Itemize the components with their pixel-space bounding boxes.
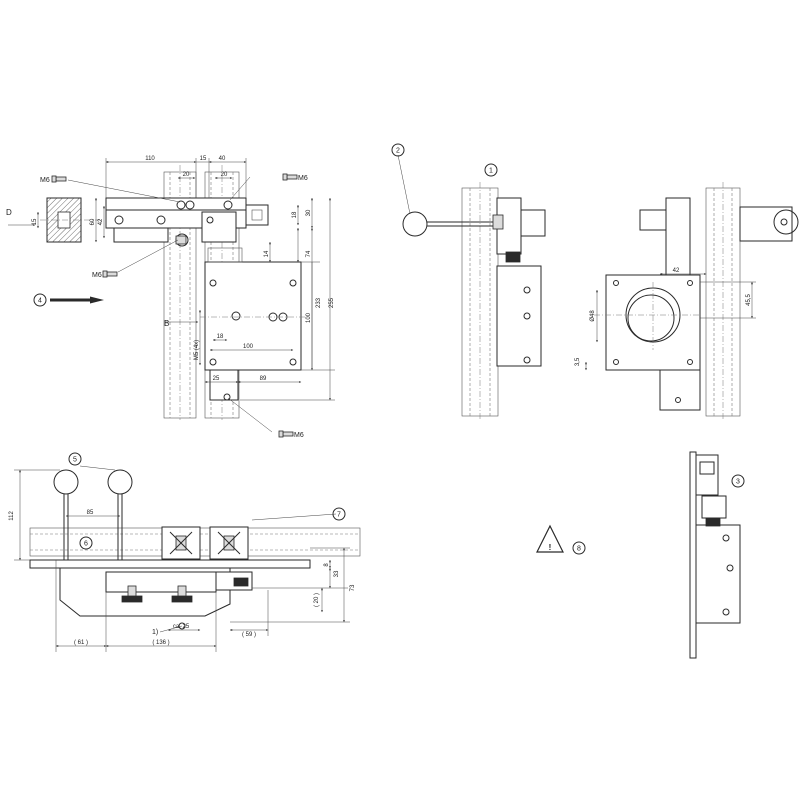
dim-h255: 255 xyxy=(329,297,335,308)
dim-w40: 40 xyxy=(219,156,226,162)
profile-section-2 xyxy=(209,526,249,560)
marker-7: 7 xyxy=(337,512,341,519)
dim-h33: 33 xyxy=(334,570,340,577)
screw-label-c: M6 xyxy=(92,272,102,279)
dim-h60: 60 xyxy=(90,218,96,225)
dim-m5: M5 (4x) xyxy=(194,340,200,360)
dim-w15: 15 xyxy=(200,156,207,162)
screw-label-d: M6 xyxy=(294,432,304,439)
marker-4: 4 xyxy=(38,298,42,305)
profile-section-1 xyxy=(161,526,201,560)
dim-ca25: ca. 25 xyxy=(173,624,190,630)
screw-label-a: M6 xyxy=(40,177,50,184)
front-dimensions xyxy=(37,158,335,401)
view-label-d: D xyxy=(6,208,12,217)
view-label-b: B xyxy=(164,319,169,328)
dim-w85: 85 xyxy=(87,510,94,516)
dim-h100: 100 xyxy=(306,312,312,323)
dim-h233: 233 xyxy=(316,297,322,308)
dim-w20b: 20 xyxy=(221,172,228,178)
dim-h112: 112 xyxy=(9,511,15,521)
marker-1: 1 xyxy=(489,168,493,175)
screw-icon-a xyxy=(51,175,67,183)
striker-block xyxy=(40,197,100,243)
marker-6: 6 xyxy=(84,541,88,548)
screw-icon-b xyxy=(282,173,298,181)
side-view-right xyxy=(585,182,799,420)
knob-bottom-right xyxy=(107,469,133,495)
marker-3: 3 xyxy=(736,479,740,486)
dim-h20: ( 20 ) xyxy=(314,593,320,607)
dim-d42: 42 xyxy=(673,268,680,274)
dim-h42: 42 xyxy=(98,218,104,225)
dim-w18: 18 xyxy=(217,334,224,340)
screw-icon-c xyxy=(102,270,118,278)
screw-icon-d xyxy=(278,430,294,438)
dim-h74: 74 xyxy=(306,250,312,257)
knob-side-1 xyxy=(402,211,428,237)
screw-label-b: M6 xyxy=(298,175,308,182)
switch-housing xyxy=(200,247,310,401)
dim-w61: ( 61 ) xyxy=(74,640,88,646)
dim-w110: 110 xyxy=(145,156,155,162)
marker-2: 2 xyxy=(396,148,400,155)
dim-w89: 89 xyxy=(260,376,267,382)
dim-h15: 15 xyxy=(32,218,38,225)
note-1: 1) xyxy=(152,629,158,636)
dim-w59: ( 59 ) xyxy=(242,632,256,638)
dim-h30: 30 xyxy=(306,209,312,216)
dim-d45-5: 45,5 xyxy=(746,294,752,306)
side-view-3 xyxy=(689,451,741,659)
dim-w20a: 20 xyxy=(183,172,190,178)
knob-bottom-left xyxy=(53,469,79,495)
side-view-1 xyxy=(397,154,546,420)
marker-5: 5 xyxy=(73,457,77,464)
dim-w100: 100 xyxy=(243,344,254,350)
dim-h14: 14 xyxy=(264,250,270,257)
marker-8: 8 xyxy=(577,546,581,553)
dim-h73: 73 xyxy=(350,584,356,591)
dim-h18: 18 xyxy=(292,211,298,218)
warning-triangle xyxy=(536,524,564,553)
dim-h8: 8 xyxy=(324,563,330,567)
bottom-view xyxy=(14,465,361,652)
front-view xyxy=(8,158,335,438)
arrow-4 xyxy=(50,296,104,304)
warning-symbol: ! xyxy=(549,543,552,552)
dim-d48: Ø48 xyxy=(590,310,596,322)
dim-w136: ( 136 ) xyxy=(152,640,169,646)
dim-w25: 25 xyxy=(213,376,220,382)
front-crossbar xyxy=(105,197,269,247)
dim-d3-5: 3,5 xyxy=(575,357,581,366)
